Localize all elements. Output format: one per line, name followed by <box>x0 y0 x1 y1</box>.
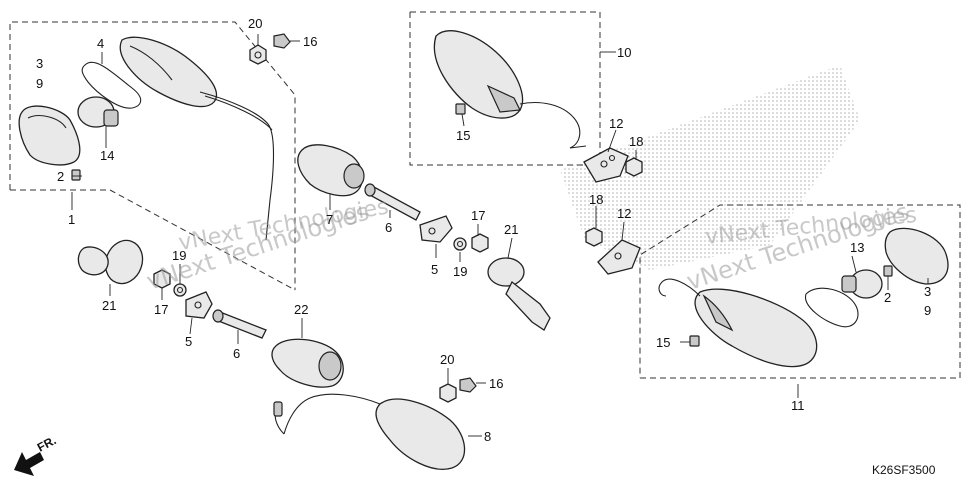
label-10: 10 <box>617 45 631 60</box>
label-2-left: 2 <box>57 169 64 184</box>
gasket-4-right <box>805 287 859 328</box>
plate-5-upper <box>419 215 453 243</box>
label-16-top: 16 <box>303 34 317 49</box>
label-19-lower: 19 <box>172 248 186 263</box>
label-16-lower: 16 <box>489 376 503 391</box>
socket-21-right <box>487 257 551 331</box>
washer-19-lower <box>173 283 187 297</box>
label-11: 11 <box>791 398 805 413</box>
grommet-22 <box>271 338 344 388</box>
washer-20-top <box>249 44 267 65</box>
label-9-right: 9 <box>924 303 931 318</box>
label-20-top: 20 <box>248 16 262 31</box>
label-19-upper: 19 <box>453 264 467 279</box>
group-box-11 <box>639 204 961 379</box>
plate-12-lower <box>597 239 641 275</box>
collar-6-upper <box>364 183 421 221</box>
label-8: 8 <box>484 429 491 444</box>
label-3-right: 3 <box>924 284 931 299</box>
housing-11 <box>658 278 818 368</box>
lens-cover-3-9-right <box>884 227 949 285</box>
bulb-13 <box>841 269 883 299</box>
watermark-2: vNext Technologies <box>143 197 372 295</box>
plate-5-lower <box>185 291 213 319</box>
gasket-4 <box>81 61 142 109</box>
diagram-code: K26SF3500 <box>872 463 936 477</box>
bolt-16-top <box>273 33 291 49</box>
screw-15-lower <box>689 335 700 347</box>
housing-10 <box>433 30 587 149</box>
label-15-upper: 15 <box>456 128 470 143</box>
housing-1 <box>119 36 274 241</box>
screw-2-right <box>883 265 893 277</box>
nut-18-upper <box>625 157 643 177</box>
label-12-lower: 12 <box>617 206 631 221</box>
nut-17-lower <box>153 269 171 289</box>
label-12-upper: 12 <box>609 116 623 131</box>
label-7: 7 <box>326 212 333 227</box>
label-4-left: 4 <box>97 36 104 51</box>
leader-lines <box>71 34 929 437</box>
label-5-lower: 5 <box>185 334 192 349</box>
label-2-right: 2 <box>884 290 891 305</box>
label-21-left: 21 <box>102 298 116 313</box>
label-6-lower: 6 <box>233 346 240 361</box>
plate-12-upper <box>583 147 629 183</box>
grommet-7 <box>297 144 365 197</box>
label-15-lower: 15 <box>656 335 670 350</box>
label-14: 14 <box>100 148 114 163</box>
bolt-16-lower <box>459 377 477 393</box>
lens-cover-3-9 <box>18 105 81 166</box>
washer-19-upper <box>453 237 467 251</box>
nut-18-lower <box>585 227 603 247</box>
front-direction-label: FR. <box>35 433 59 454</box>
washer-20-lower <box>439 383 457 403</box>
label-18-upper: 18 <box>629 134 643 149</box>
label-9-left: 9 <box>36 76 43 91</box>
label-22: 22 <box>294 302 308 317</box>
collar-6-lower <box>212 309 267 339</box>
label-17-upper: 17 <box>471 208 485 223</box>
label-17-lower: 17 <box>154 302 168 317</box>
nut-17-upper <box>471 233 489 253</box>
housing-8 <box>273 393 466 470</box>
screw-15-upper <box>455 103 466 115</box>
label-6-upper: 6 <box>385 220 392 235</box>
label-21-right: 21 <box>504 222 518 237</box>
group-box-1-bottom <box>10 189 296 291</box>
bulb-14 <box>77 96 119 128</box>
label-18-lower: 18 <box>589 192 603 207</box>
label-20-lower: 20 <box>440 352 454 367</box>
socket-21-left <box>77 239 144 285</box>
label-13: 13 <box>850 240 864 255</box>
label-5-upper: 5 <box>431 262 438 277</box>
label-3-left: 3 <box>36 56 43 71</box>
group-box-1 <box>9 21 296 290</box>
label-1: 1 <box>68 212 75 227</box>
front-direction-arrow: FR. <box>14 433 58 476</box>
screw-2-left <box>71 169 81 181</box>
stipple-shading <box>560 65 860 270</box>
